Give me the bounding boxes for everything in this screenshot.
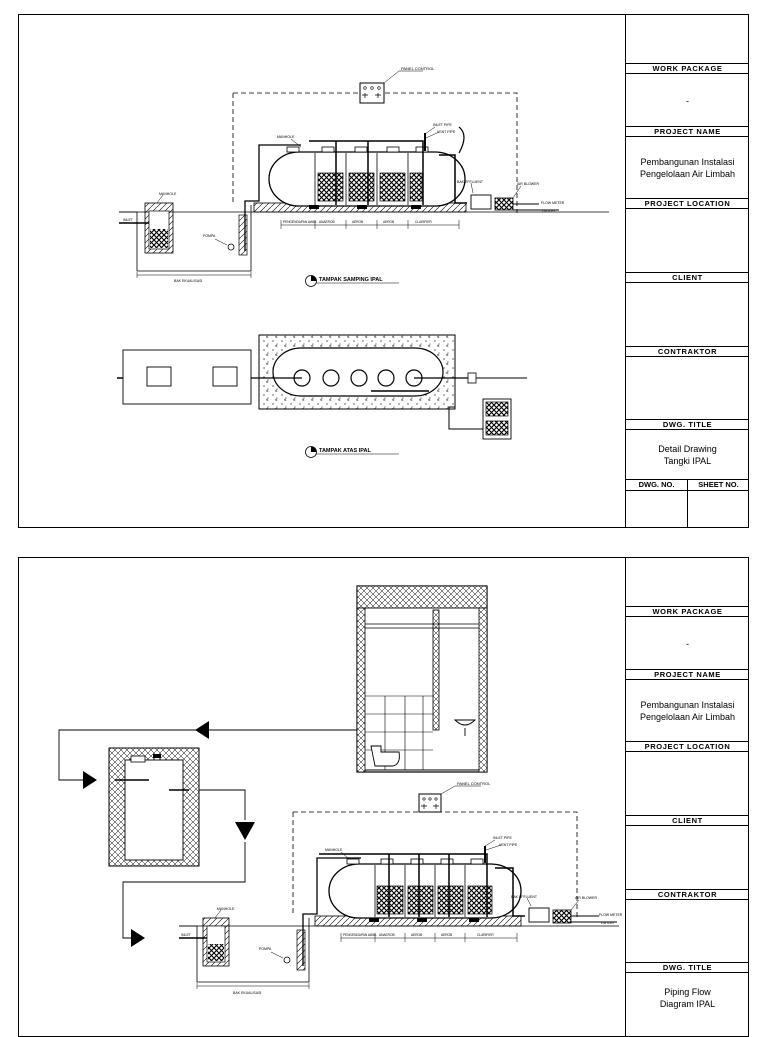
dwg-title-label: DWG. TITLE <box>626 962 749 973</box>
sink-icon <box>453 719 477 726</box>
svg-text:OUTLET: OUTLET <box>601 921 616 925</box>
drawing-sheet-1: PANEL CONTROL INLET PIPE VENT PIPE M <box>18 14 749 528</box>
project-name-line1: Pembangunan Instalasi <box>640 700 735 710</box>
svg-text:MANHOLE: MANHOLE <box>325 848 343 852</box>
dwg-title-line1: Detail Drawing <box>658 444 717 454</box>
air-blower <box>494 197 514 211</box>
flow-arrow-right-icon <box>131 929 145 947</box>
svg-text:BAK EKUALISASI: BAK EKUALISASI <box>174 279 202 283</box>
client-label: CLIENT <box>626 815 749 826</box>
svg-text:MANHOLE: MANHOLE <box>159 192 177 196</box>
project-location-label: PROJECT LOCATION <box>626 198 749 209</box>
work-package-label: WORK PACKAGE <box>626 606 749 617</box>
drawing-area-1: PANEL CONTROL INLET PIPE VENT PIPE M <box>117 66 609 458</box>
client-label: CLIENT <box>626 272 749 283</box>
svg-text:CLARIFIER: CLARIFIER <box>477 933 494 937</box>
svg-text:INLET: INLET <box>181 933 192 937</box>
toilet-building <box>356 585 488 773</box>
svg-text:AIR BLOWER: AIR BLOWER <box>575 896 597 900</box>
callout-panel-control: PANEL CONTROL <box>401 66 435 71</box>
project-name-line2: Pengelolaan Air Limbah <box>639 712 736 722</box>
drawing-area-2: PANEL CONTROL INLET PIPE VENT PIPE MANHO… <box>58 585 623 995</box>
svg-text:AEROB: AEROB <box>411 933 422 937</box>
work-package-value: - <box>686 638 689 649</box>
svg-text:INLET PIPE: INLET PIPE <box>433 123 452 127</box>
svg-text:AEROB: AEROB <box>352 220 363 224</box>
svg-text:INLET PIPE: INLET PIPE <box>493 836 512 840</box>
view-label-top: TAMPAK ATAS IPAL <box>319 448 371 454</box>
svg-text:PENGENDAPAN AWAL: PENGENDAPAN AWAL <box>283 220 317 224</box>
svg-text:CLARIFIER: CLARIFIER <box>415 220 432 224</box>
title-block-2: WORK PACKAGE - PROJECT NAME Pembangunan … <box>625 558 749 1036</box>
svg-text:MANHOLE: MANHOLE <box>217 907 235 911</box>
bak-effluent <box>470 194 492 210</box>
svg-text:POMPA: POMPA <box>203 234 216 238</box>
toilet-icon <box>370 745 400 767</box>
dwg-title-line1: Piping Flow <box>664 987 711 997</box>
svg-text:OUTLET: OUTLET <box>542 209 557 213</box>
svg-text:ANAEROB: ANAEROB <box>379 933 395 937</box>
svg-text:PENGENDAPAN AWAL: PENGENDAPAN AWAL <box>343 933 377 937</box>
flow-arrow-left-icon <box>195 721 209 739</box>
panel-control-box <box>418 793 442 813</box>
dwg-no-label: DWG. NO. <box>626 480 688 528</box>
bio-media-2 <box>348 172 375 202</box>
svg-text:INLET: INLET <box>123 218 134 222</box>
dwg-title-label: DWG. TITLE <box>626 419 749 430</box>
flow-arrow-down-icon <box>235 822 255 840</box>
svg-text:POMPA: POMPA <box>259 947 272 951</box>
svg-text:ANAEROB: ANAEROB <box>319 220 335 224</box>
flow-arrow-right-icon <box>83 771 97 789</box>
svg-text:FLOW METER: FLOW METER <box>599 913 623 917</box>
view-label-side: TAMPAK SAMPING IPAL <box>319 277 383 283</box>
work-package-label: WORK PACKAGE <box>626 63 749 74</box>
sheet-no-label: SHEET NO. <box>688 480 749 528</box>
svg-text:AIR BLOWER: AIR BLOWER <box>517 182 539 186</box>
svg-text:BAK EKUALISASI: BAK EKUALISASI <box>233 991 261 995</box>
title-block-1: WORK PACKAGE - PROJECT NAME Pembangunan … <box>625 15 749 528</box>
panel-control-box <box>359 82 385 104</box>
svg-text:AEROB: AEROB <box>441 933 452 937</box>
drawing-sheet-2: PANEL CONTROL INLET PIPE VENT PIPE MANHO… <box>18 557 749 1037</box>
contractor-label: CONTRAKTOR <box>626 346 749 357</box>
svg-text:VENT PIPE: VENT PIPE <box>437 130 456 134</box>
dwg-title-line2: Tangki IPAL <box>663 456 712 466</box>
project-name-line2: Pengelolaan Air Limbah <box>639 169 736 179</box>
contractor-label: CONTRAKTOR <box>626 889 749 900</box>
project-name-line1: Pembangunan Instalasi <box>640 157 735 167</box>
dwg-title-line2: Diagram IPAL <box>659 999 716 1009</box>
svg-text:BAK EFFLUENT: BAK EFFLUENT <box>457 180 484 184</box>
svg-text:PANEL CONTROL: PANEL CONTROL <box>457 781 491 786</box>
project-name-label: PROJECT NAME <box>626 669 749 680</box>
project-location-label: PROJECT LOCATION <box>626 741 749 752</box>
svg-text:MANHOLE: MANHOLE <box>277 135 295 139</box>
bio-media-3 <box>379 172 406 202</box>
bio-media-1 <box>317 172 344 202</box>
svg-text:BAK EFFLUENT: BAK EFFLUENT <box>511 895 538 899</box>
svg-text:FLOW METER: FLOW METER <box>541 201 565 205</box>
svg-text:VENT PIPE: VENT PIPE <box>499 843 518 847</box>
project-name-label: PROJECT NAME <box>626 126 749 137</box>
svg-text:AEROB: AEROB <box>383 220 394 224</box>
work-package-value: - <box>686 95 689 106</box>
